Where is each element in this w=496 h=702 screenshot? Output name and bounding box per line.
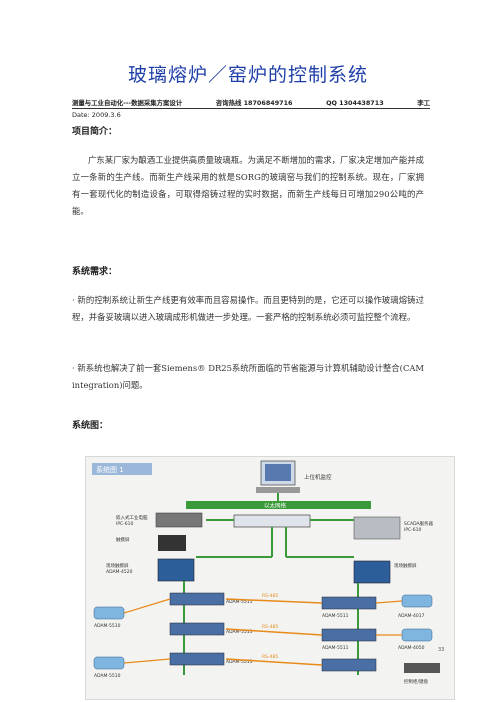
adam-right-label-2: ADAM-5511 bbox=[322, 645, 349, 651]
adam-left-label-2: ADAM-5511 bbox=[226, 629, 253, 635]
rs485-label-2: RS-485 bbox=[262, 624, 278, 630]
hmi-left-icon bbox=[157, 558, 195, 582]
hmi-right-icon bbox=[353, 560, 391, 584]
field-left-link-2 bbox=[123, 658, 171, 664]
ipc-left-label: 嵌入式工业电脑 bbox=[116, 514, 148, 521]
diagram-title-text: 系统图 1 bbox=[96, 465, 124, 474]
field-device-right-1 bbox=[401, 594, 433, 608]
adam-module-right-3 bbox=[321, 658, 377, 672]
diagram-title-tab bbox=[92, 463, 152, 475]
field-right-label-2: ADAM-4050 bbox=[398, 645, 425, 651]
diagram-page-number: 33 bbox=[438, 647, 444, 653]
system-diagram-svg: 系统图 1 上位机监控 以太网络 嵌入式工业电脑 IPC-610 触摸屏 现场触… bbox=[92, 460, 444, 685]
scada-label: SCADA服务器 bbox=[404, 520, 434, 527]
intro-heading: 项目简介： bbox=[72, 127, 118, 137]
intro-paragraph: 广东某厂家为酿酒工业提供高质量玻璃瓶。为满足不断增加的需求，厂家决定增加产能并成… bbox=[72, 155, 424, 216]
monitor-screen bbox=[265, 464, 291, 481]
adam-module-left-2 bbox=[169, 622, 225, 636]
adam-module-right-1 bbox=[321, 596, 377, 610]
ipc-left-model: IPC-610 bbox=[116, 521, 134, 527]
panel-left-icon bbox=[158, 535, 186, 551]
panel-left-label: 触摸屏 bbox=[116, 536, 130, 543]
adam-right-label-1: ADAM-5511 bbox=[322, 613, 349, 619]
header-rule bbox=[72, 108, 430, 109]
rs485-link-3 bbox=[225, 658, 323, 666]
header-qq: QQ 1304438713 bbox=[326, 98, 384, 107]
keyboard-bottom-icon bbox=[404, 663, 440, 673]
diagram-heading: 系统图： bbox=[72, 421, 109, 431]
header-contact: 李工 bbox=[417, 99, 430, 107]
rs485-label-3: RS-485 bbox=[262, 654, 278, 660]
hmi-left-label: 现场触摸屏 bbox=[106, 562, 129, 569]
hmi-right-label: 现场触摸屏 bbox=[394, 562, 417, 569]
adam-left-label-1: ADAM-5511 bbox=[226, 599, 253, 605]
scada-model: IPC-610 bbox=[404, 527, 422, 533]
field-right-link-1 bbox=[375, 600, 403, 604]
field-device-left-2 bbox=[93, 656, 125, 670]
field-device-left-1 bbox=[93, 606, 125, 620]
adam-left-label-3: ADAM-5511 bbox=[226, 659, 253, 665]
top-pc-label: 上位机监控 bbox=[304, 473, 332, 481]
header-topic: 测量与工业自动化---数据采集方案设计 bbox=[72, 99, 183, 107]
bottom-right-label: 控制柜/键盘 bbox=[404, 678, 429, 685]
field-left-label-2: ADAM-5510 bbox=[94, 673, 121, 679]
adam-module-left-1 bbox=[169, 592, 225, 606]
field-left-link-1 bbox=[123, 598, 171, 614]
field-right-label-1: ADAM-4017 bbox=[398, 613, 425, 619]
page-title: 玻璃熔炉／窑炉的控制系统 bbox=[127, 64, 368, 86]
hmi-left-model: ADAM-4520 bbox=[106, 569, 133, 575]
field-device-right-2 bbox=[401, 628, 433, 642]
ethernet-label: 以太网络 bbox=[264, 502, 287, 510]
requirement-item-2: · 新系统也解决了前一套Siemens® DR25系统所面临的节省能源与计算机辅… bbox=[72, 363, 424, 390]
rs485-link-1 bbox=[225, 598, 323, 604]
rs485-label-1: RS-485 bbox=[262, 593, 278, 599]
document-date: Date: 2009.3.6 bbox=[72, 111, 121, 119]
adam-module-right-2 bbox=[321, 628, 377, 642]
keyboard-icon bbox=[256, 487, 300, 493]
requirement-item-1: · 新的控制系统让新生产线更有效率而且容易操作。而且更特别的是，它还可以操作玻璃… bbox=[72, 295, 424, 322]
header-hotline: 咨询热线 18706849716 bbox=[215, 99, 293, 107]
ethernet-bar bbox=[186, 501, 371, 509]
switch-icon bbox=[233, 514, 311, 528]
requirements-heading: 系统需求： bbox=[72, 267, 118, 277]
rs485-link-2 bbox=[225, 628, 323, 636]
scada-server-icon bbox=[353, 516, 401, 540]
adam-module-left-3 bbox=[169, 652, 225, 666]
field-left-label-1: ADAM-5510 bbox=[94, 623, 121, 629]
system-diagram: 系统图 1 上位机监控 以太网络 嵌入式工业电脑 IPC-610 触摸屏 现场触… bbox=[85, 456, 455, 700]
document-header: 测量与工业自动化---数据采集方案设计 咨询热线 18706849716 QQ … bbox=[72, 98, 430, 108]
ipc-left-icon bbox=[155, 512, 203, 528]
